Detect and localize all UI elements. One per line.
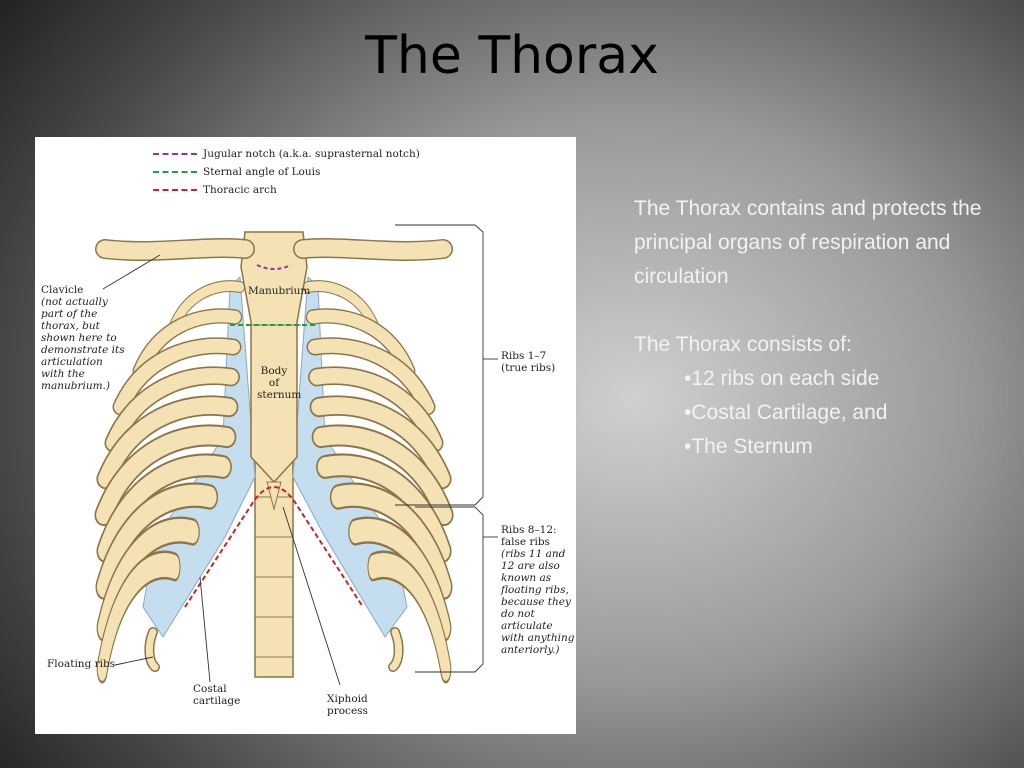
label-clavicle: Clavicle (not actually part of the thora… [41,284,125,392]
label-ribs-false: Ribs 8–12: false ribs (ribs 11 and 12 ar… [501,524,575,656]
legend-label: Jugular notch (a.k.a. suprasternal notch… [203,148,420,160]
thorax-diagram: Jugular notch (a.k.a. suprasternal notch… [35,137,576,734]
bullet-item: Costal Cartilage, and [684,396,1014,430]
label-ribs-true: Ribs 1–7 (true ribs) [501,350,556,374]
intro-paragraph: The Thorax contains and protects the pri… [634,197,982,288]
bullet-list: 12 ribs on each side Costal Cartilage, a… [634,362,1014,464]
label-xiphoid-process: Xiphoid process [327,693,368,717]
label-manubrium: Manubrium [248,285,311,297]
label-floating-ribs: Floating ribs [47,658,116,670]
legend-label: Sternal angle of Louis [203,166,321,178]
clavicles [95,238,453,261]
leader-lines [102,224,498,686]
slide-title: The Thorax [365,26,659,86]
label-body-of-sternum: Body of sternum [257,365,302,401]
bullet-item: The Sternum [684,430,1014,464]
label-costal-cartilage: Costal cartilage [193,683,241,707]
legend-jugular-notch: Jugular notch (a.k.a. suprasternal notch… [153,147,420,161]
jugular-notch-line [256,264,292,270]
legend-sternal-angle: Sternal angle of Louis [153,165,320,179]
bullet-item: 12 ribs on each side [684,362,1014,396]
thorax-illustration [35,224,498,686]
legend-thoracic-arch: Thoracic arch [153,183,277,197]
slide-body: The Thorax contains and protects the pri… [634,192,1014,464]
thoracic-arch-line [184,486,364,608]
legend-label: Thoracic arch [203,184,277,196]
consists-heading: The Thorax consists of: [634,333,852,356]
